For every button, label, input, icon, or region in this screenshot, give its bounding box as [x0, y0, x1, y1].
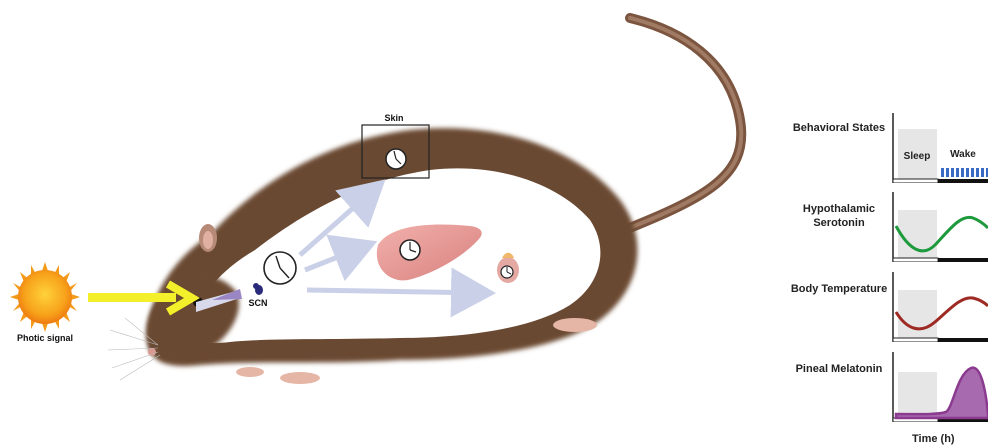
panel-hypothalamic-serotonin	[891, 192, 988, 262]
sleep-label: Sleep	[904, 151, 931, 162]
time-axis-label: Time (h)	[912, 433, 955, 445]
row-label-pineal-melatonin: Pineal Melatonin	[784, 362, 894, 376]
master-clock-icon	[264, 252, 296, 284]
skin-clock-icon	[386, 149, 406, 169]
scn-label: SCN	[248, 298, 267, 308]
wake-activity-ticks	[941, 168, 988, 177]
liver-clock-icon	[400, 240, 420, 260]
panel-behavioral-states: Sleep Wake	[891, 113, 988, 183]
sun-icon	[10, 262, 80, 332]
skin-label: Skin	[384, 113, 403, 123]
row-label-behavioral-states: Behavioral States	[784, 121, 894, 135]
row-label-hypothalamic-serotonin: Hypothalamic Serotonin	[784, 202, 894, 230]
row-label-body-temperature: Body Temperature	[784, 282, 894, 296]
gland-clock-icon	[501, 266, 513, 278]
panel-pineal-melatonin	[891, 352, 988, 422]
photic-signal-label: Photic signal	[17, 333, 73, 343]
panel-body-temperature	[891, 272, 988, 342]
wake-label: Wake	[950, 149, 976, 160]
